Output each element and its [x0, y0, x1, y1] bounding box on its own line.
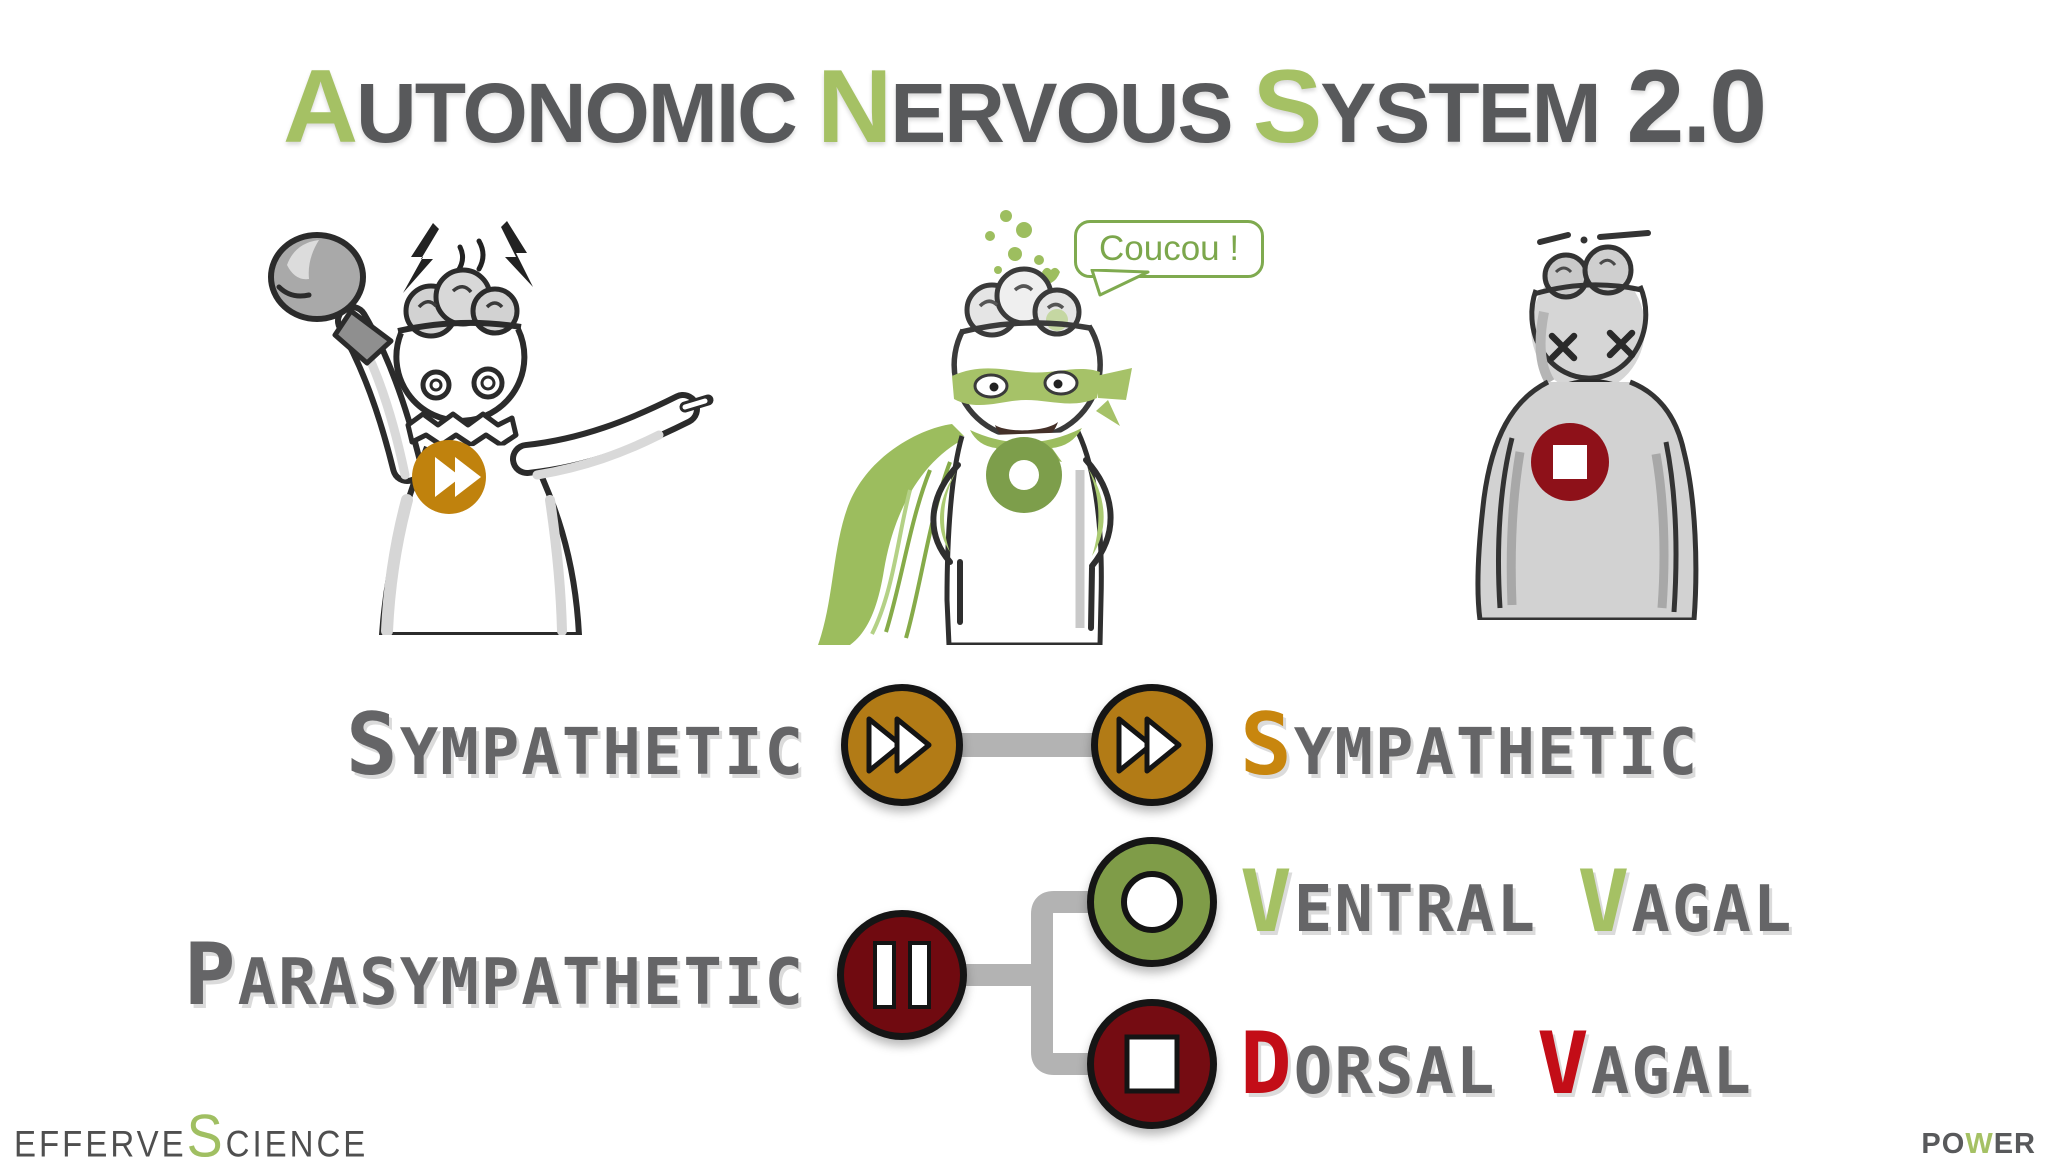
- power-logo: POWER: [1921, 1128, 2036, 1160]
- skull-opening: [960, 320, 1091, 335]
- skull-opening: [397, 319, 522, 334]
- dorsal-vagal-node: [1087, 999, 1217, 1129]
- label-sympathetic-left: SYMPATHETIC: [345, 695, 805, 795]
- sympathetic-figure: [268, 221, 714, 635]
- skull-opening: [1533, 282, 1643, 297]
- stop-badge-icon: [1531, 423, 1609, 501]
- pointing-arm: [510, 392, 714, 480]
- body: [1475, 379, 1699, 620]
- effervescience-logo: EFFERVESCIENCE: [14, 1102, 369, 1170]
- speech-bubble-tail: [1090, 269, 1150, 297]
- spiral-eyes: [420, 366, 505, 401]
- pause-icon: [873, 941, 931, 1009]
- ventral-vagal-figure: [818, 210, 1132, 645]
- arm-shading: [1651, 453, 1669, 609]
- fast-forward-icon: [866, 716, 932, 774]
- speech-bubble-text: Coucou !: [1099, 229, 1240, 268]
- fast-forward-badge-icon: [412, 440, 486, 514]
- open-circle-icon: [1121, 871, 1183, 933]
- page-title: AUTONOMIC NERVOUS SYSTEM 2.0: [282, 49, 1767, 166]
- label-ventral-vagal: VENTRAL VAGAL: [1240, 852, 1794, 952]
- sympathetic-node-left: [841, 684, 963, 806]
- exposed-brain: [964, 266, 1082, 338]
- dorsal-vagal-figure: [1475, 230, 1699, 620]
- arm-shading: [1506, 451, 1525, 606]
- body-shading: [381, 494, 413, 635]
- right-arm: [1075, 457, 1114, 631]
- hanging-arms: [1496, 437, 1679, 613]
- label-sympathetic-right: SYMPATHETIC: [1240, 695, 1700, 795]
- head-shading: [1535, 311, 1555, 385]
- boxing-glove-icon: [268, 232, 394, 366]
- stop-icon: [1124, 1034, 1180, 1094]
- sympathetic-node-right: [1091, 684, 1213, 806]
- gritted-teeth-mouth: [405, 411, 519, 448]
- label-parasympathetic: PARASYMPATHETIC: [183, 925, 805, 1025]
- left-arm: [930, 462, 963, 625]
- x-eyes: [1548, 329, 1636, 362]
- dizzy-marks: [1537, 230, 1651, 245]
- ventral-vagal-node: [1087, 837, 1217, 967]
- open-circle-badge-icon: [986, 437, 1062, 513]
- body-shading: [545, 495, 567, 635]
- label-dorsal-vagal: DORSAL VAGAL: [1240, 1014, 1753, 1114]
- lightning-bolts-icon: [403, 221, 533, 293]
- fast-forward-icon: [1116, 716, 1182, 774]
- speech-bubble: Coucou !: [1074, 220, 1265, 278]
- fizz-bubbles: [985, 210, 1060, 283]
- parasympathetic-node: [837, 910, 967, 1040]
- head-outline: [1529, 285, 1649, 381]
